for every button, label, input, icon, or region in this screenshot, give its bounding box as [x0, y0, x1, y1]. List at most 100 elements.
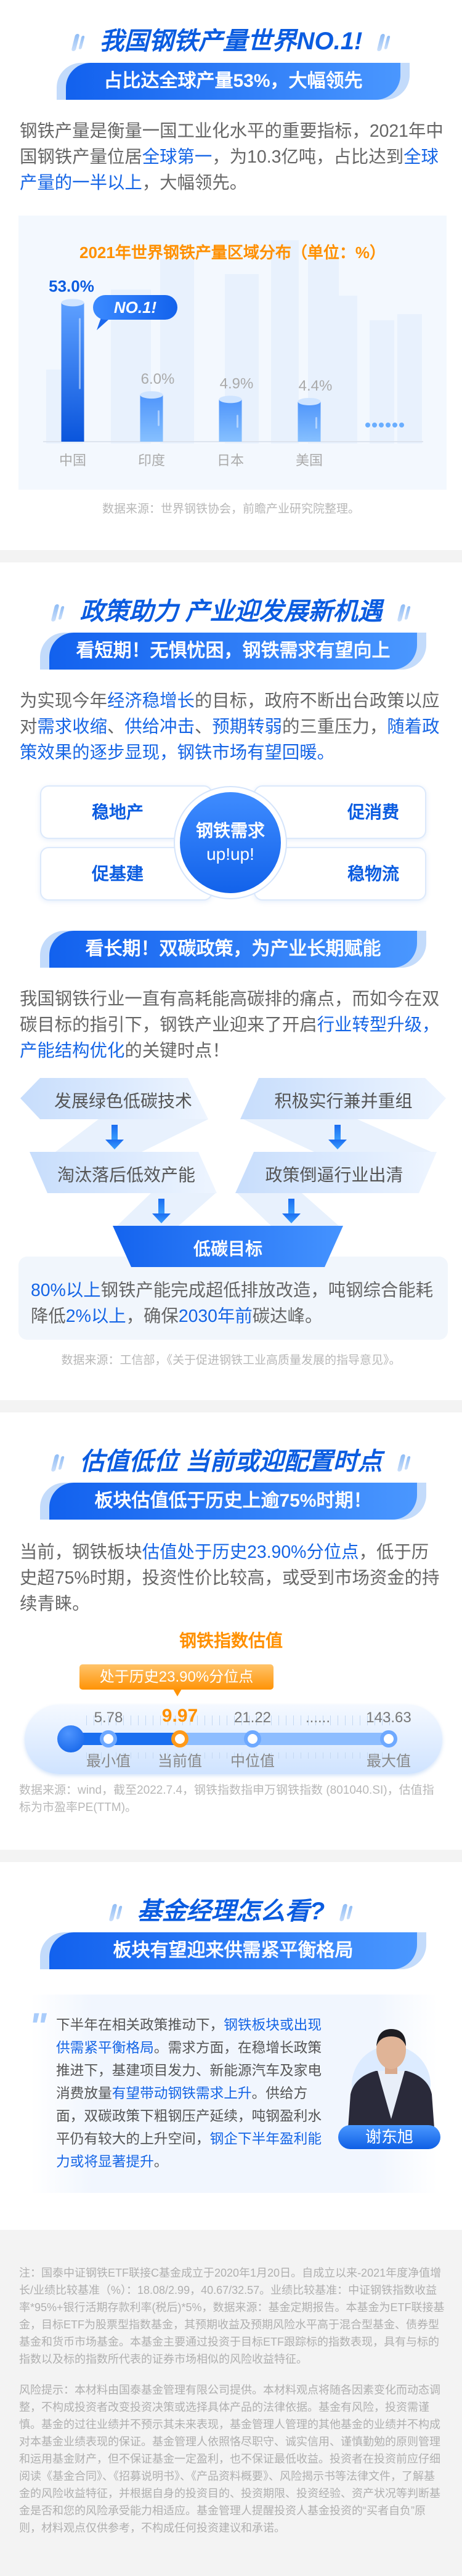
gauge-fill: [71, 1733, 180, 1745]
section-banner: 占比达全球产量53%，大幅领先: [57, 63, 410, 100]
tick-marks: [86, 1752, 393, 1759]
down-arrow-icon: [152, 1199, 171, 1223]
value-label: 6.0%: [141, 371, 175, 387]
category-label: 日本: [217, 453, 244, 468]
down-arrow-icon: [282, 1199, 301, 1223]
text-segment: 的关键时点！: [124, 1041, 230, 1061]
decor-stroke-icon: [346, 1906, 354, 1920]
section-title-text: 估值低位 当前或迎配置时点: [79, 1448, 383, 1475]
gauge-value: 5.78: [94, 1709, 123, 1726]
bar-cap: [140, 391, 163, 399]
bar-shine: [79, 318, 81, 389]
section-banner: 板块估值低于历史上逾75%时期！: [40, 1483, 426, 1520]
banner-text: 看长期！双碳政策，为产业长期赋能: [49, 931, 417, 968]
section-banner: 看短期！无惧忧困，钢铁需求有望向上: [40, 633, 426, 670]
more-indicator-dot: [372, 423, 377, 427]
down-arrow-icon: [105, 1125, 124, 1149]
more-indicator-dot: [365, 423, 370, 427]
section-title-text: 政策助力 产业迎发展新机遇: [79, 598, 383, 625]
text-segment: 我国钢铁行业一直有高耗能高碳排的痛点，而如今在双碳目标的指引下，钢铁产业迎来了开…: [20, 989, 440, 1035]
bar-shine: [237, 415, 238, 428]
text-segment: ，为10.3亿吨，占比达到: [212, 147, 404, 167]
banner-text: 板块估值低于历史上逾75%时期！: [49, 1483, 417, 1520]
text-segment: ，大幅领先。: [142, 173, 248, 193]
category-label: 印度: [138, 453, 165, 468]
target-panel-text: 80%以上钢铁产能完成超低排放改造，吨钢综合能耗降低2%以上，确保2030年前碳…: [31, 1278, 437, 1329]
policy-item-label: 稳地产: [92, 803, 144, 822]
bar-chart: 53.0%中国6.0%印度4.9%日本4.4%美国: [43, 240, 423, 468]
banner-text: 看短期！无惧忧困，钢铁需求有望向上: [49, 633, 417, 670]
section-title: 我国钢铁产量世界NO.1!: [0, 26, 462, 57]
section-title: 基金经理怎么看?: [0, 1896, 462, 1927]
text-segment: 碳达峰。: [252, 1306, 323, 1326]
gauge-value: 21.22: [233, 1709, 272, 1726]
manager-name-badge: 谢东旭: [338, 2125, 440, 2149]
flow-step-eliminate: 淘汰落后低效产能: [57, 1165, 195, 1185]
flow-step-shape: [20, 1078, 208, 1119]
more-indicator-dot: [392, 423, 397, 427]
gauge-marker: [244, 1730, 261, 1748]
gauge-value: 143.63: [366, 1709, 411, 1726]
down-arrow-icon: [328, 1125, 347, 1149]
gauge-label: 最小值: [86, 1753, 131, 1770]
circle-text: up!up!: [206, 844, 254, 864]
more-indicator-dot: [379, 423, 384, 427]
flow-step-shape: [30, 1152, 217, 1193]
highlight-text: 有望带动钢铁需求上升: [111, 2085, 252, 2101]
highlight-text: 行业转型升级，产能结构优化: [20, 1015, 440, 1061]
text-segment: ，低于历史超75%时期，投资性价比较高，或受到市场资金的持续青睐。: [20, 1542, 440, 1614]
text-segment: 钢铁产量是衡量一国工业化水平的重要指标，2021年中国钢铁产量位居: [20, 121, 444, 167]
bar-印度: [140, 395, 163, 442]
highlight-text: 全球第一: [142, 147, 213, 167]
gauge-title: 钢铁指数估值: [179, 1631, 283, 1650]
quote-mark-icon: ": [29, 2006, 47, 2047]
text-segment: 钢铁产能完成超低排放改造，吨钢综合能耗降低: [31, 1281, 434, 1326]
text-segment: 。: [317, 743, 335, 763]
text-segment: 。供给方面，双碳政策下粗钢压产延续，吨钢盈利水平仍有较大的上升空间，: [56, 2085, 322, 2147]
data-source: 数据来源：wind，截至2022.7.4，钢铁指数指申万钢铁指数 (801040…: [19, 1784, 434, 1814]
section-divider: [0, 1400, 462, 1412]
text-segment: 。: [153, 2153, 168, 2169]
disclaimer-footer: [0, 2230, 462, 2576]
highlight-text: 2%以上: [65, 1306, 126, 1326]
target-shape: [113, 1226, 343, 1267]
highlight-text: 2030年前: [178, 1306, 253, 1326]
category-label: 中国: [59, 453, 86, 468]
target-panel: [18, 1257, 448, 1340]
bar-中国: [61, 302, 84, 442]
text-segment: 下半年在相关政策推动下，: [56, 2017, 224, 2033]
highlight-text: 估值处于历史23.90%分位点: [142, 1542, 359, 1562]
manager-photo: [348, 2029, 434, 2128]
data-source: 数据来源：世界钢铁协会，前瞻产业研究院整理。: [102, 503, 360, 516]
low-carbon-flowchart: [20, 1078, 446, 1267]
tick-marks: [86, 1715, 393, 1725]
gauge-marker: [100, 1730, 117, 1748]
banner-text: 板块有望迎来供需紧平衡格局: [49, 1932, 417, 1969]
highlight-text: 80%以上: [31, 1281, 101, 1300]
gauge-label: 当前值: [158, 1753, 202, 1770]
tooltip-tail-icon: [173, 1689, 182, 1696]
more-indicator-dot: [386, 423, 391, 427]
decor-stroke-icon: [78, 36, 85, 50]
text-segment: ，确保: [126, 1306, 179, 1326]
highlight-text: 钢铁板块或出现供需紧平衡格局: [56, 2017, 322, 2056]
current-value-marker: [171, 1730, 188, 1748]
gauge-label: 最大值: [367, 1753, 411, 1770]
gauge-value: ......: [305, 1709, 330, 1726]
section-banner: 板块有望迎来供需紧平衡格局: [40, 1932, 426, 1969]
decor-stroke-icon: [403, 606, 411, 620]
no1-badge: NO.1!: [93, 295, 177, 320]
value-label: 4.9%: [220, 375, 254, 392]
percentile-tooltip: 处于历史23.90%分位点: [79, 1664, 274, 1690]
text-segment: 为实现今年: [20, 691, 107, 711]
decor-stroke-icon: [384, 36, 391, 50]
bar-cap: [298, 397, 321, 405]
gauge-start-ball: [57, 1725, 84, 1752]
highlight-text: 供给冲击: [124, 717, 195, 737]
circle-text: 钢铁需求: [195, 821, 265, 840]
highlight-text: 钢企下半年盈利能力或将显著提升: [56, 2131, 322, 2169]
section-divider: [0, 1850, 462, 1862]
bar-shine: [315, 416, 317, 429]
